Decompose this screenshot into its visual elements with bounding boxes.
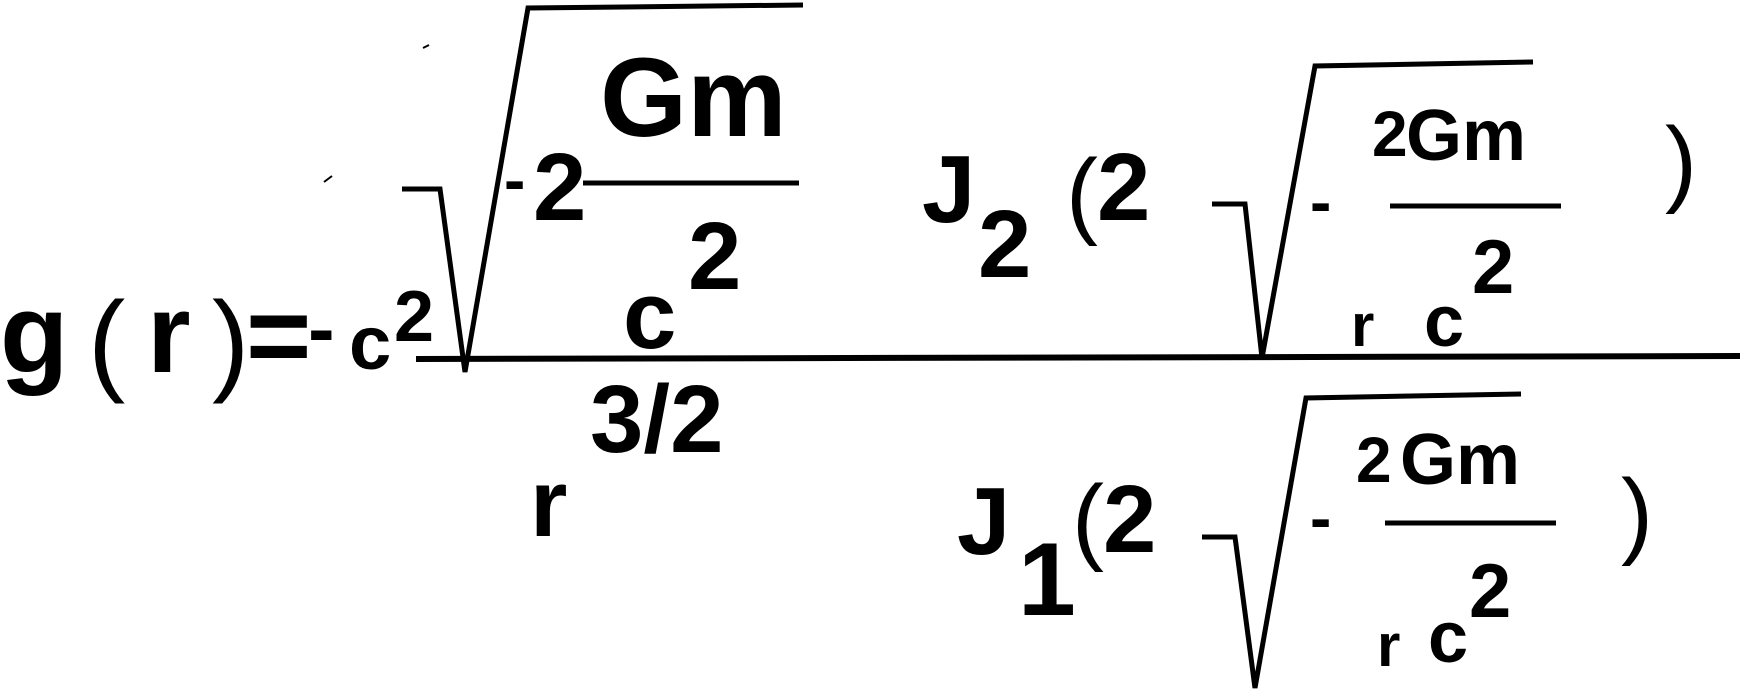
den-bessel-radical-sign xyxy=(1202,391,1522,689)
stray-tick-2 xyxy=(323,175,333,183)
stray-tick-1 xyxy=(422,44,430,49)
num-bessel-two-small: 2 xyxy=(1372,98,1408,170)
lhs-func-g: g xyxy=(0,271,69,396)
lhs-equals: = xyxy=(246,273,312,398)
num-outer-two: 2 xyxy=(533,134,587,241)
den-bessel-r: r xyxy=(1377,612,1401,679)
den-bessel-order: 1 xyxy=(1018,522,1076,638)
den-bessel-c-exponent: 2 xyxy=(1469,549,1512,634)
num-bessel-radical-sign xyxy=(1212,59,1534,359)
num-bessel-J: J xyxy=(922,136,976,243)
den-r: r xyxy=(530,450,568,557)
lhs-minus: - xyxy=(308,284,335,373)
num-bessel-gm: Gm xyxy=(1406,96,1527,176)
num-bessel-close-paren: ) xyxy=(1665,108,1697,215)
main-fraction-bar xyxy=(415,353,1741,362)
num-c-exponent: 2 xyxy=(688,203,742,310)
num-gm: Gm xyxy=(600,35,787,160)
num-bessel-r: r xyxy=(1351,292,1375,359)
den-bessel-close-paren: ) xyxy=(1621,460,1653,567)
den-bessel-gm: Gm xyxy=(1400,420,1521,500)
num-bessel-order: 2 xyxy=(978,191,1032,298)
den-bessel-open-paren: ( xyxy=(1072,466,1104,573)
num-bessel-c-exponent: 2 xyxy=(1472,225,1515,310)
den-bessel-c: c xyxy=(1428,598,1469,678)
lhs-open-paren: ( xyxy=(88,279,126,404)
lhs-var-r: r xyxy=(147,271,191,396)
num-bessel-minus: - xyxy=(1310,166,1332,238)
num-c: c xyxy=(623,262,677,369)
den-bessel-two: 2 xyxy=(1103,466,1157,573)
den-bessel-J: J xyxy=(957,468,1011,575)
den-bessel-two-small: 2 xyxy=(1356,424,1392,496)
lhs-c: c xyxy=(349,301,392,386)
lhs-close-paren: ) xyxy=(212,279,250,404)
den-exponent: 3/2 xyxy=(590,366,724,473)
den-bessel-minus: - xyxy=(1310,482,1332,554)
num-outer-minus: - xyxy=(504,144,526,216)
outer-radical-sign xyxy=(402,2,804,373)
num-bessel-two: 2 xyxy=(1097,134,1151,241)
num-bessel-c: c xyxy=(1424,282,1465,362)
num-bessel-open-paren: ( xyxy=(1066,140,1098,247)
lhs-c-exponent: 2 xyxy=(394,277,435,357)
